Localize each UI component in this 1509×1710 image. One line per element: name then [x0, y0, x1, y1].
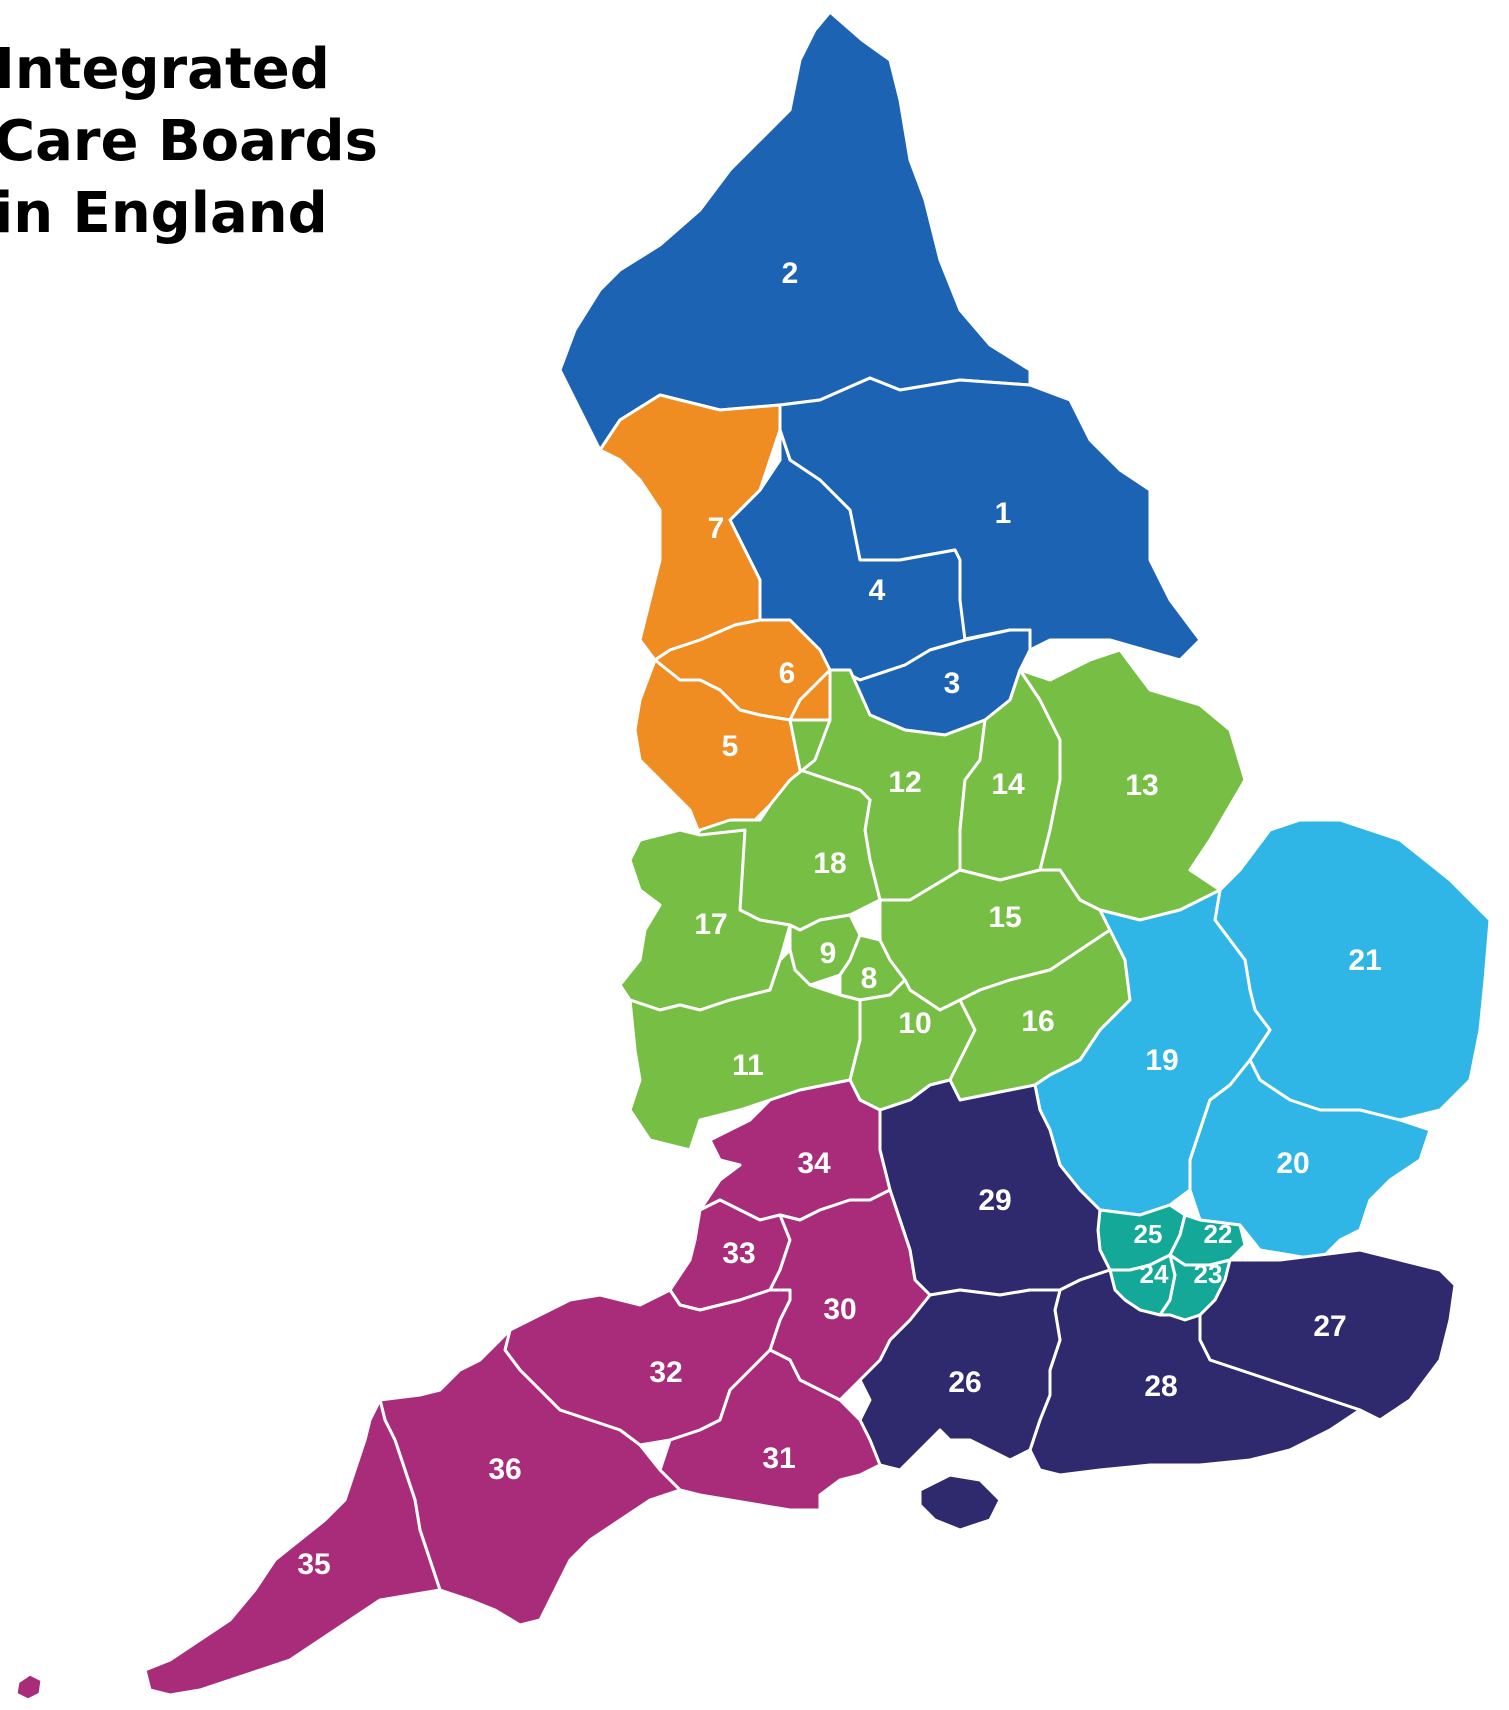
label-12: 12 — [888, 766, 921, 799]
label-7: 7 — [708, 512, 725, 545]
region-26[interactable] — [858, 1288, 1062, 1472]
label-25: 25 — [1134, 1219, 1163, 1249]
label-26: 26 — [948, 1366, 981, 1399]
label-33: 33 — [722, 1237, 755, 1270]
label-24: 24 — [1140, 1259, 1169, 1289]
region-35[interactable] — [143, 1398, 442, 1697]
label-19: 19 — [1145, 1044, 1178, 1077]
label-28: 28 — [1144, 1370, 1177, 1403]
isles-of-scilly[interactable] — [14, 1672, 44, 1702]
label-1: 1 — [995, 497, 1012, 530]
isle-of-wight[interactable] — [918, 1473, 1002, 1532]
label-32: 32 — [649, 1356, 682, 1389]
label-5: 5 — [722, 730, 739, 763]
label-18: 18 — [813, 847, 846, 880]
title-line-3: in England — [0, 181, 328, 246]
label-13: 13 — [1125, 769, 1158, 802]
label-3: 3 — [944, 667, 961, 700]
label-36: 36 — [488, 1453, 521, 1486]
label-14: 14 — [991, 768, 1025, 801]
label-21: 21 — [1348, 944, 1381, 977]
map-title: Integrated Care Boards in England — [0, 34, 378, 250]
label-17: 17 — [694, 908, 727, 941]
title-line-1: Integrated — [0, 37, 330, 102]
region-20[interactable] — [1188, 1058, 1432, 1262]
label-29: 29 — [978, 1184, 1011, 1217]
label-9: 9 — [820, 937, 837, 970]
label-6: 6 — [779, 657, 796, 690]
label-8: 8 — [861, 962, 878, 995]
label-34: 34 — [797, 1147, 831, 1180]
region-31[interactable] — [658, 1348, 882, 1512]
label-30: 30 — [823, 1293, 856, 1326]
label-22: 22 — [1204, 1219, 1233, 1249]
region-labels: 1 2 3 4 5 6 7 8 9 10 11 12 13 14 15 16 1… — [297, 257, 1381, 1581]
label-11: 11 — [732, 1049, 764, 1082]
label-23: 23 — [1194, 1259, 1223, 1289]
label-10: 10 — [898, 1007, 931, 1040]
label-16: 16 — [1021, 1005, 1054, 1038]
label-20: 20 — [1276, 1147, 1309, 1180]
label-31: 31 — [762, 1442, 795, 1475]
label-35: 35 — [297, 1548, 330, 1581]
label-15: 15 — [988, 901, 1021, 934]
label-2: 2 — [782, 257, 799, 290]
title-line-2: Care Boards — [0, 109, 378, 174]
label-4: 4 — [869, 574, 886, 607]
label-27: 27 — [1313, 1310, 1346, 1343]
